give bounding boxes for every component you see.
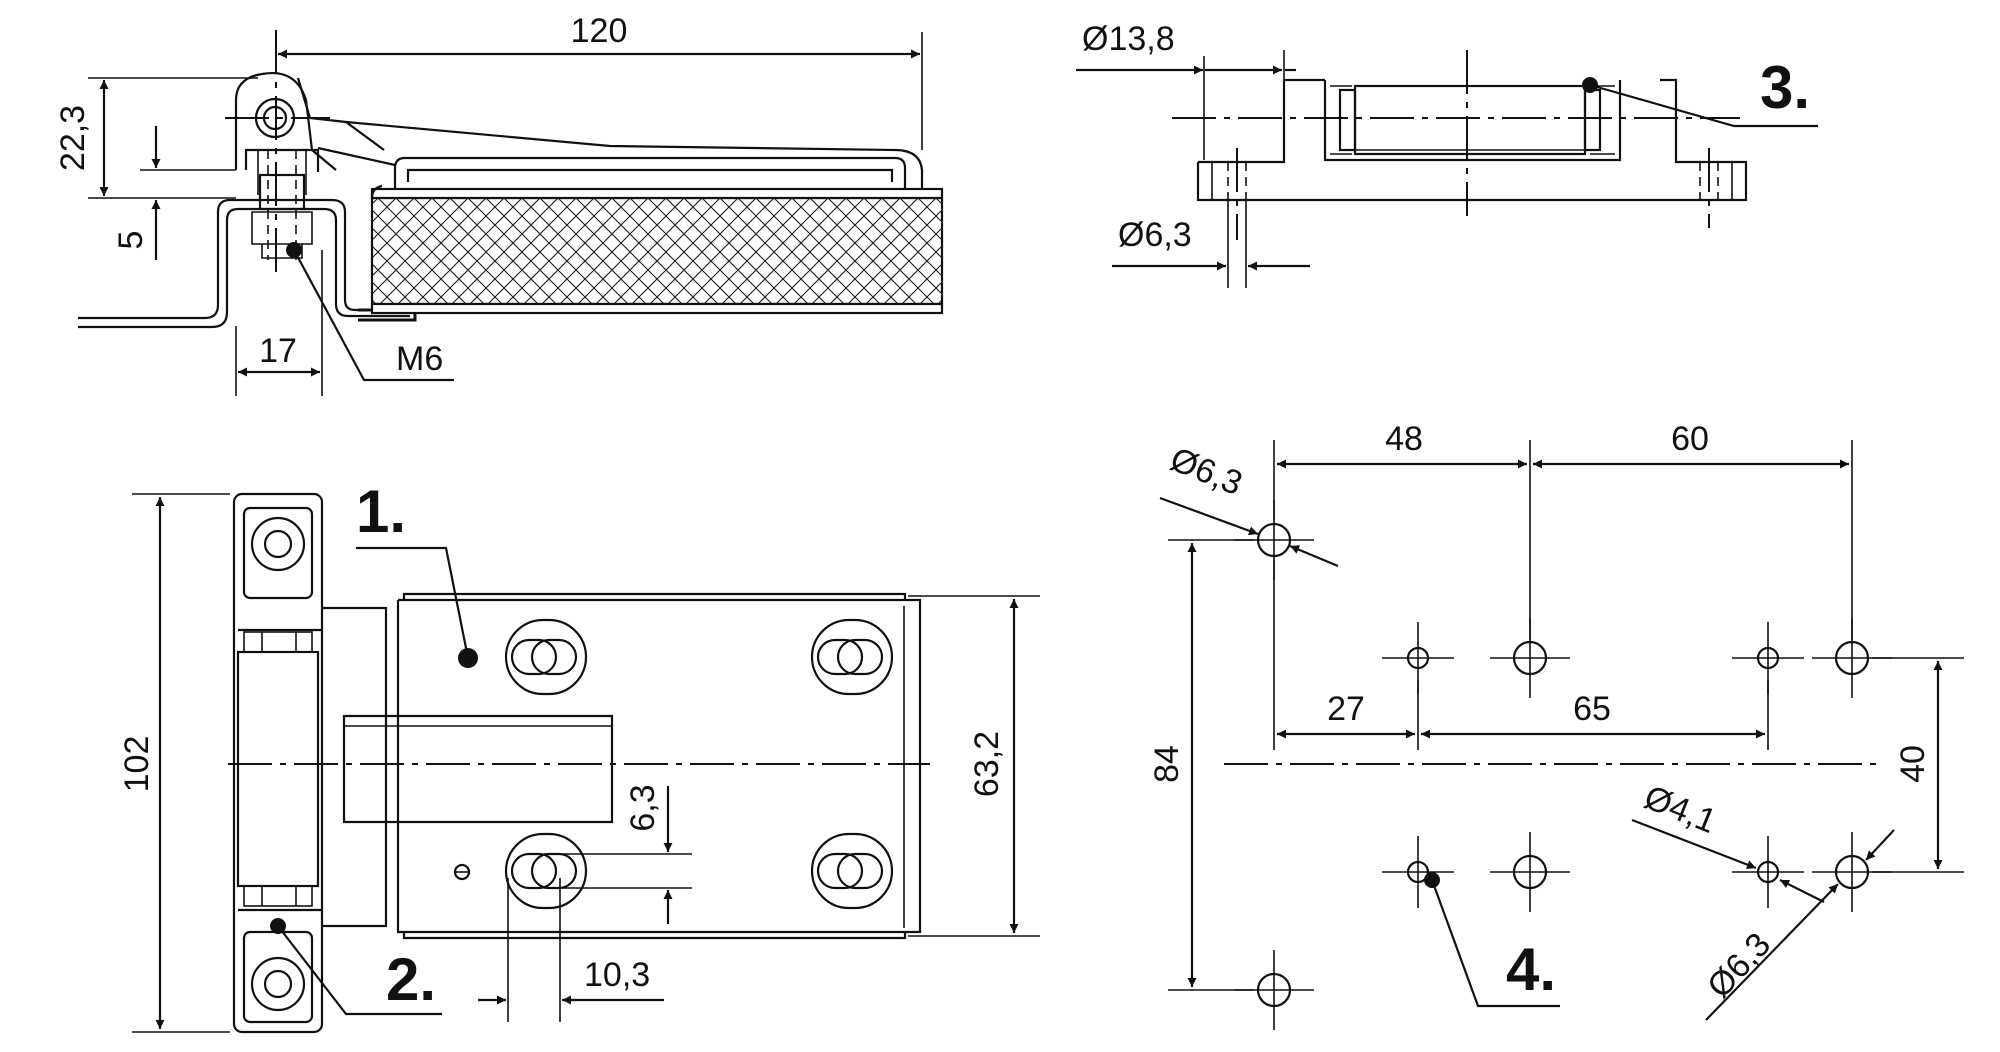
dim-6-3-label: 6,3 <box>624 784 662 831</box>
callout-4: 4. <box>1506 936 1556 1003</box>
callout-2: 2. <box>386 946 436 1013</box>
dim-top-hole-diameter-label: Ø6,3 <box>1118 216 1192 254</box>
dim-60-label: 60 <box>1671 420 1709 458</box>
dim-barrel-diameter-label: Ø13,8 <box>1082 20 1175 58</box>
front-view: 1. 2. 102 63,2 6,3 10,3 <box>118 478 1040 1034</box>
dim-65-label: 65 <box>1573 690 1611 728</box>
top-view: Ø13,8 Ø6,3 3. <box>1076 20 1818 288</box>
dim-hole-diameter-top-label: Ø6,3 <box>1165 440 1248 503</box>
slot-top-left <box>504 618 588 696</box>
callout-1: 1. <box>356 478 406 545</box>
hole-lower-middle <box>1490 832 1570 912</box>
small-hole-lower-right <box>1732 836 1804 908</box>
dim-5-label: 5 <box>112 231 150 250</box>
small-hole-lower-left <box>1382 836 1454 908</box>
dim-27-label: 27 <box>1327 690 1365 728</box>
side-view: M6 120 22,3 5 17 <box>54 12 944 396</box>
thread-m6-label: M6 <box>396 340 443 378</box>
dim-small-hole-diameter-label: Ø4,1 <box>1639 778 1722 841</box>
dim-84-label: 84 <box>1148 745 1186 783</box>
dim-22-3-label: 22,3 <box>54 105 92 171</box>
slot-top-right <box>810 618 894 696</box>
dim-48-label: 48 <box>1385 420 1423 458</box>
hole-pattern: 48 60 27 65 84 40 Ø6,3 Ø4,1 Ø6,3 4. <box>1148 420 1964 1030</box>
dim-120-label: 120 <box>571 12 628 50</box>
slot-bottom-left <box>504 832 588 910</box>
callout-3: 3. <box>1760 54 1810 121</box>
dim-17-label: 17 <box>259 332 297 370</box>
dim-10-3-label: 10,3 <box>584 956 650 994</box>
dim-40-label: 40 <box>1894 745 1932 783</box>
dim-63-2-label: 63,2 <box>968 731 1006 797</box>
slot-bottom-right <box>810 832 894 910</box>
dim-102-label: 102 <box>118 736 156 793</box>
dim-hole-diameter-bottom-label: Ø6,3 <box>1700 926 1778 1006</box>
